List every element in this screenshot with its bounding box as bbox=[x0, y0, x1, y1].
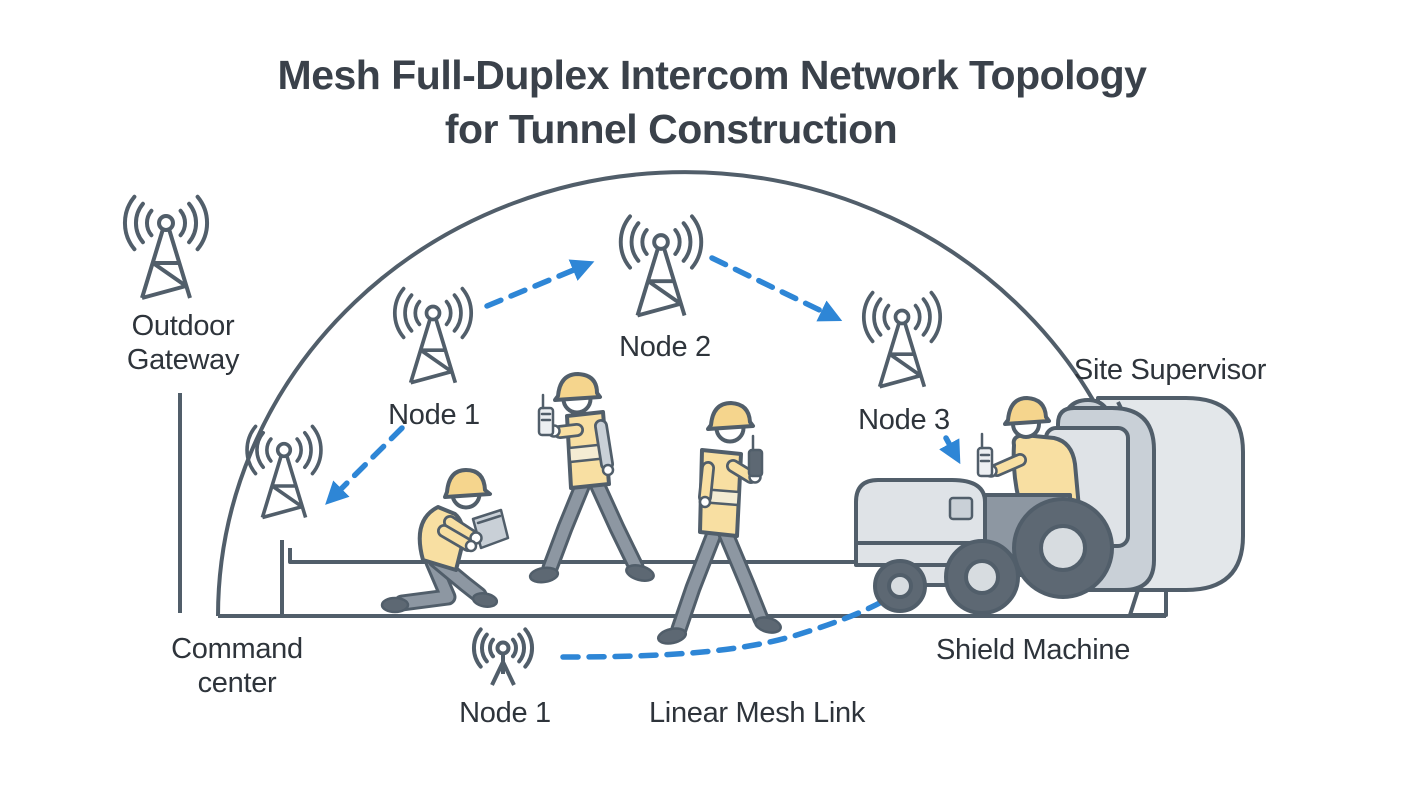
walking-worker-icon-1 bbox=[528, 372, 655, 584]
walking-worker-icon-2 bbox=[656, 401, 782, 645]
kneeling-worker-icon bbox=[380, 468, 510, 614]
node1-label: Node 1 bbox=[388, 399, 480, 431]
linear-mesh-link-curve bbox=[560, 589, 901, 660]
linear-mesh-link-label: Linear Mesh Link bbox=[648, 697, 866, 729]
command-center-label: Command center bbox=[171, 632, 303, 700]
site-supervisor-label: Site Supervisor bbox=[1073, 354, 1267, 386]
mesh-arrow-node1-entrance bbox=[325, 425, 405, 505]
outdoor-gateway-label-line1: Outdoor bbox=[131, 310, 235, 342]
mesh-arrow-node3-supervisor bbox=[939, 435, 961, 465]
shield-machine-tractor bbox=[854, 478, 1168, 617]
radio-tower-icon-node1 bbox=[392, 286, 474, 385]
shield-machine-label: Shield Machine bbox=[935, 634, 1131, 666]
node1-floor-label: Node 1 bbox=[459, 697, 551, 729]
diagram-title-line2: for Tunnel Construction bbox=[444, 106, 898, 152]
command-center-label-line1: Command bbox=[171, 633, 303, 665]
antenna-mast-icon-floor-node bbox=[471, 627, 535, 687]
node2-label: Node 2 bbox=[619, 331, 711, 363]
outdoor-gateway-label: Outdoor Gateway bbox=[126, 309, 240, 377]
radio-tower-icon-node2 bbox=[618, 214, 704, 318]
mesh-arrow-node2-node3 bbox=[709, 255, 843, 322]
radio-tower-icon-tunnel-entrance bbox=[245, 424, 323, 520]
diagram-title-line1: Mesh Full-Duplex Intercom Network Topolo… bbox=[277, 52, 1147, 98]
command-center-label-line2: center bbox=[197, 667, 277, 699]
outdoor-gateway-label-line2: Gateway bbox=[126, 344, 240, 376]
radio-tower-icon-node3 bbox=[861, 290, 943, 389]
radio-tower-icon-outdoor-gateway bbox=[122, 194, 210, 300]
walkway-rail bbox=[280, 540, 856, 616]
mesh-arrow-node1-node2 bbox=[484, 259, 595, 309]
node3-label: Node 3 bbox=[858, 404, 950, 436]
